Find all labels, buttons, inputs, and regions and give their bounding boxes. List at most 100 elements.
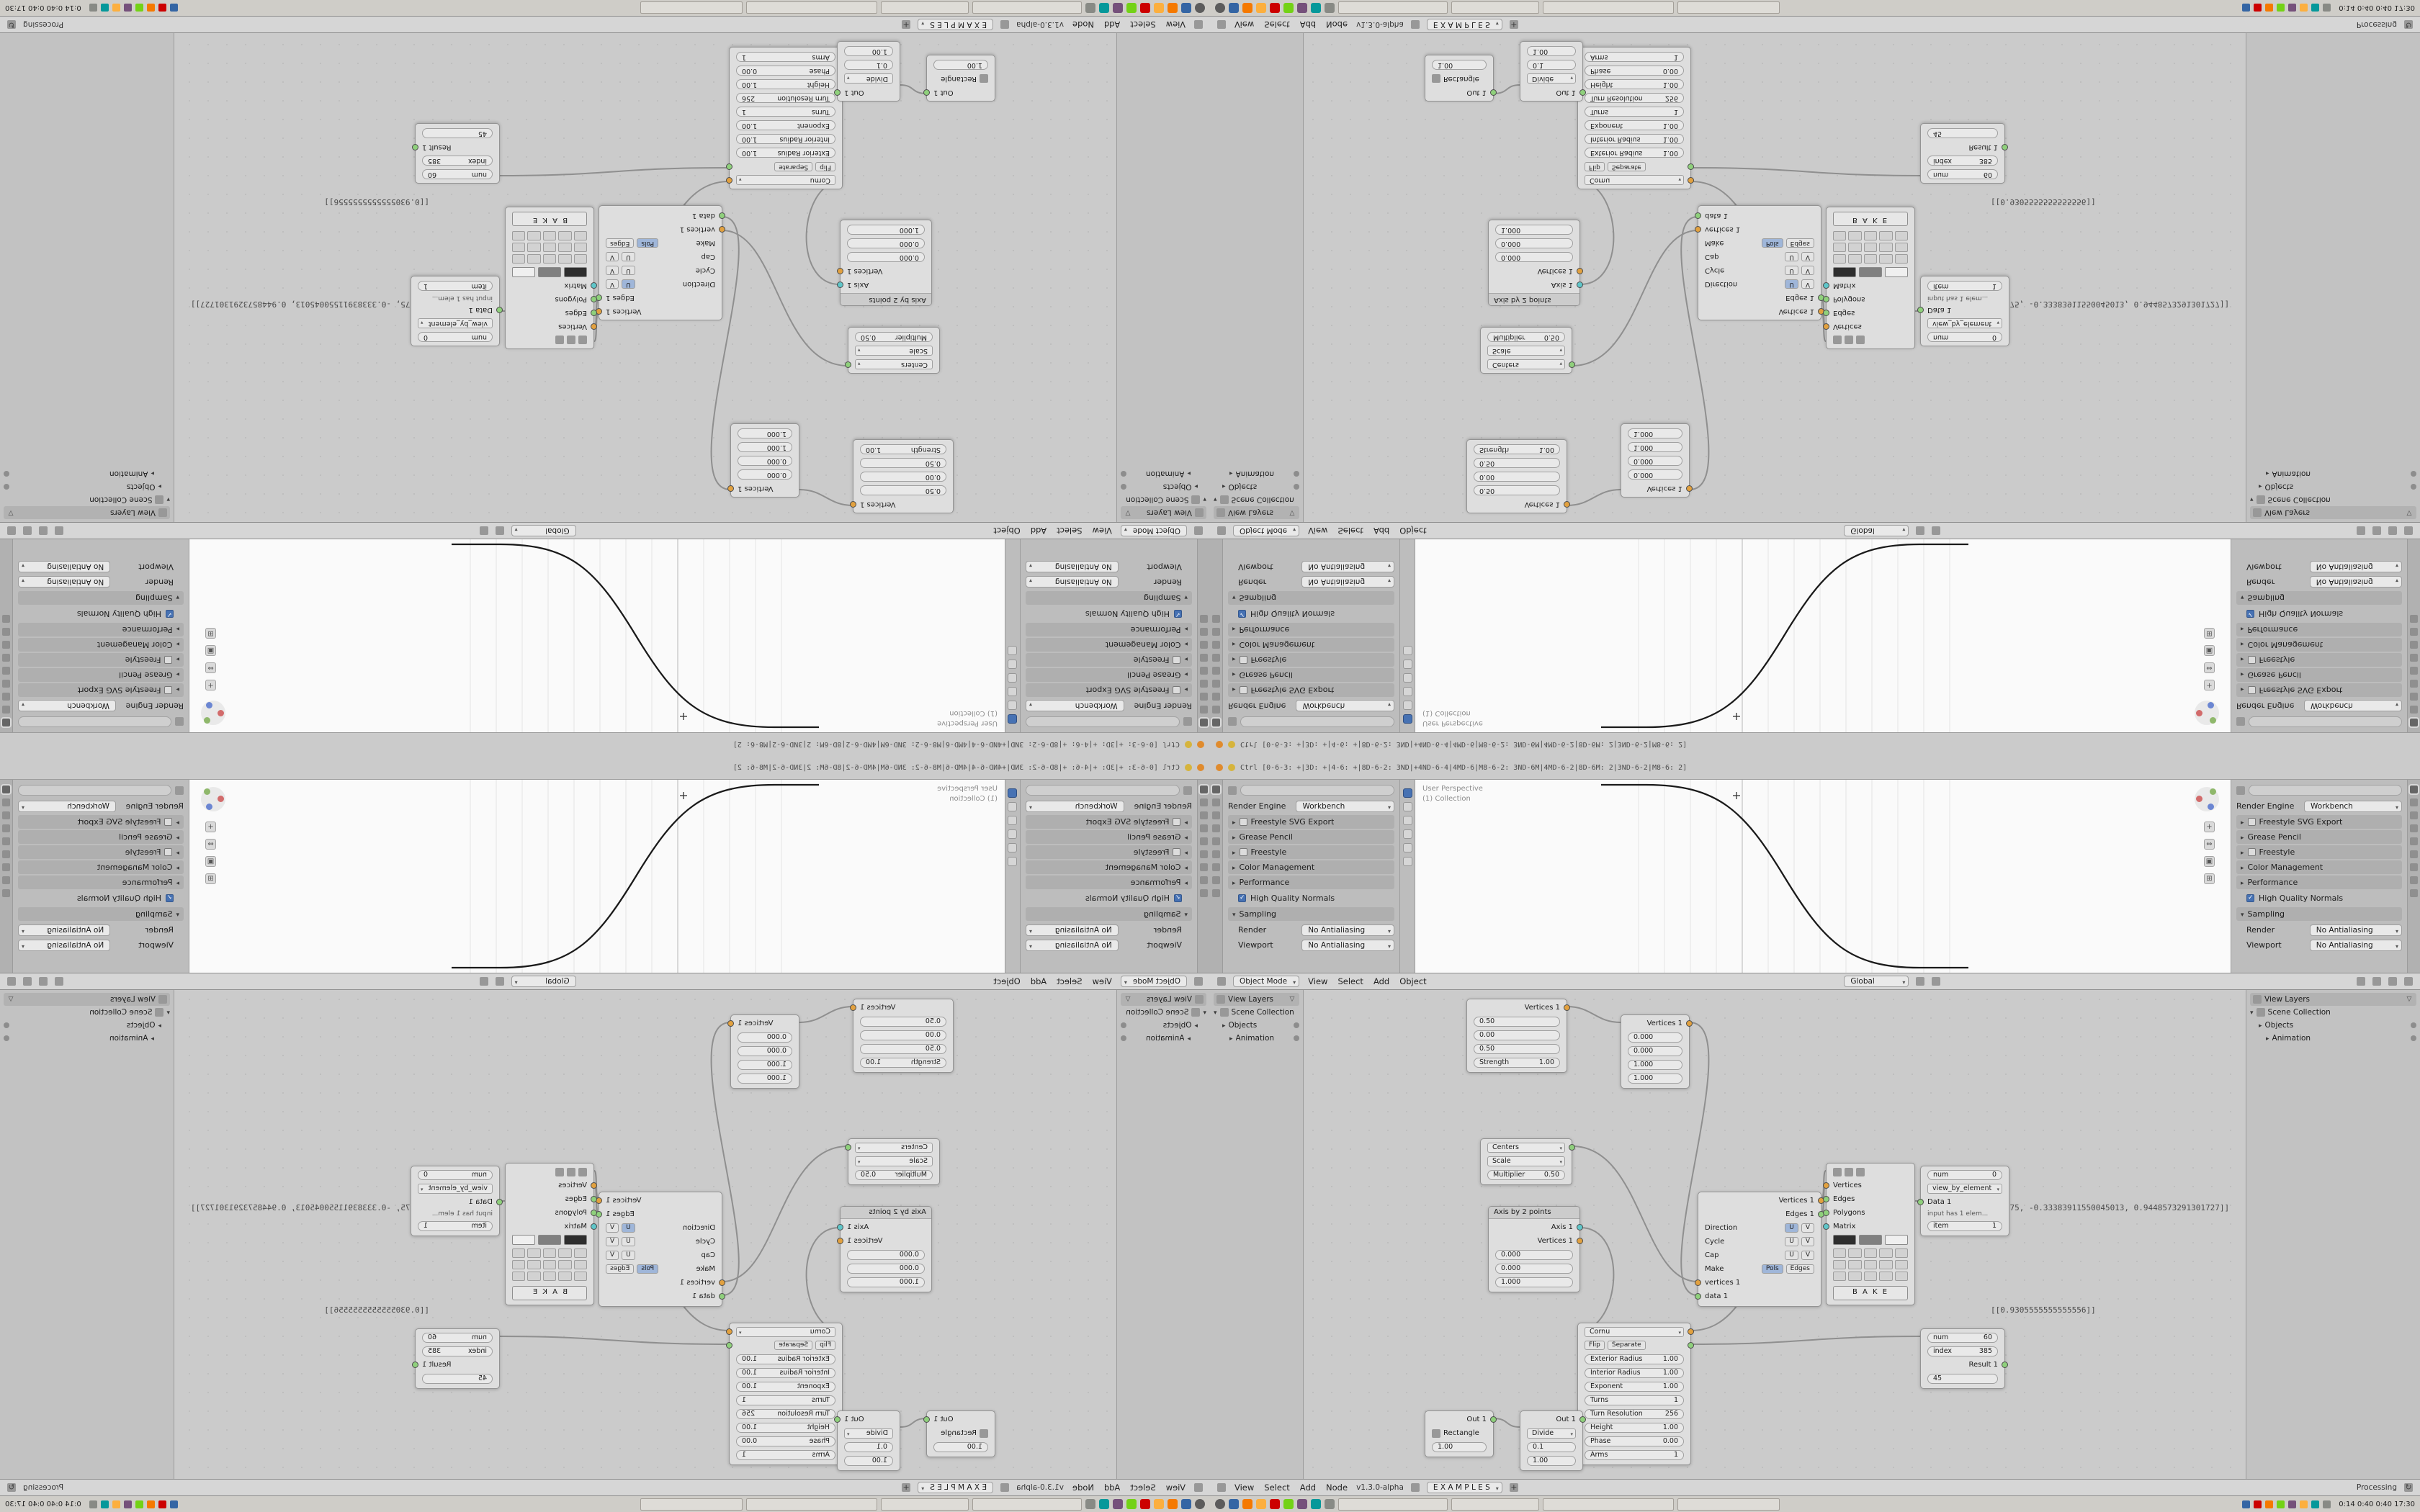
viewport-aa-dropdown[interactable]: No Antialiasing: [1301, 939, 1394, 951]
outliner-item[interactable]: Animation: [1145, 1034, 1185, 1043]
direction-u-button[interactable]: U: [622, 1223, 635, 1233]
tray-icon[interactable]: [112, 1500, 120, 1508]
view-layer-tab-icon[interactable]: [1200, 693, 1208, 701]
move-tool-icon[interactable]: [1402, 816, 1412, 825]
scale-tool-icon[interactable]: [1008, 843, 1018, 852]
output-tab-icon[interactable]: [2, 706, 10, 714]
render-aa-dropdown[interactable]: No Antialiasing: [2309, 924, 2402, 936]
toggle-cell[interactable]: [1848, 1260, 1862, 1269]
separate-toggle[interactable]: Separate: [1607, 1341, 1646, 1350]
tray-icon[interactable]: [2300, 1500, 2308, 1508]
toggle-cell[interactable]: [1894, 243, 1908, 252]
polygons-socket[interactable]: [1823, 1210, 1829, 1216]
outliner-item[interactable]: Objects: [1162, 1021, 1192, 1030]
proportional-edit-icon[interactable]: [1932, 526, 1941, 535]
scene-tab-icon[interactable]: [1200, 680, 1208, 688]
navigation-gizmo[interactable]: [2195, 701, 2219, 725]
viewport-aa-dropdown[interactable]: No Antialiasing: [2309, 939, 2402, 951]
menu-object[interactable]: Object: [1399, 976, 1427, 986]
toggle-cell[interactable]: [1879, 1248, 1893, 1258]
tray-icon[interactable]: [158, 4, 166, 12]
orientation-dropdown[interactable]: Global: [1844, 525, 1909, 536]
window-button[interactable]: [1543, 1, 1674, 14]
number-field[interactable]: 1.000: [847, 1277, 925, 1287]
editor-type-icon[interactable]: [1194, 977, 1203, 986]
render-engine-dropdown[interactable]: Workbench: [1026, 800, 1124, 812]
annotate-tool-icon[interactable]: [1402, 857, 1412, 866]
matrix-socket[interactable]: [591, 282, 597, 289]
window-button[interactable]: [640, 1498, 743, 1511]
new-tree-icon[interactable]: [1509, 1483, 1518, 1492]
toggle-cell[interactable]: [1863, 1248, 1878, 1258]
tray-icon[interactable]: [135, 4, 143, 12]
number-field[interactable]: 0.000: [738, 1045, 792, 1056]
app-launcher-icon[interactable]: [1126, 3, 1137, 13]
menu-add[interactable]: Add: [1030, 526, 1047, 536]
menu-view[interactable]: View: [1308, 526, 1328, 536]
outliner-item[interactable]: Scene Collection: [1126, 1008, 1189, 1017]
panel-freestyle-svg-export[interactable]: Freestyle SVG Export: [1228, 815, 1394, 829]
tray-icon[interactable]: [89, 1500, 97, 1508]
number-field[interactable]: 0.000: [738, 1032, 792, 1043]
hide-icon[interactable]: [1121, 1035, 1126, 1041]
tray-icon[interactable]: [2265, 4, 2274, 12]
editor-type-icon[interactable]: [1217, 526, 1226, 535]
edge-color-swatch[interactable]: [1859, 267, 1882, 277]
select-tool-icon[interactable]: [1008, 788, 1018, 798]
panel-performance[interactable]: Performance: [1026, 623, 1192, 636]
tray-icon[interactable]: [2254, 1500, 2262, 1508]
make-edges-button[interactable]: Edges: [1785, 238, 1814, 248]
properties-search-field[interactable]: [1026, 785, 1180, 796]
menu-add[interactable]: Add: [1103, 19, 1121, 30]
freestyle-checkbox[interactable]: [1239, 656, 1247, 664]
app-launcher-icon[interactable]: [1099, 3, 1109, 13]
render-tab-icon[interactable]: [1, 784, 12, 795]
outliner-item[interactable]: Scene Collection: [89, 1008, 153, 1017]
object-tab-icon[interactable]: [2, 654, 10, 662]
panel-freestyle[interactable]: Freestyle: [1026, 845, 1192, 859]
start-menu-icon[interactable]: [1195, 1499, 1205, 1509]
edges-socket[interactable]: [1688, 1342, 1694, 1349]
render-tab-icon[interactable]: [2408, 717, 2419, 728]
menu-object[interactable]: Object: [1399, 526, 1427, 536]
node-tree-selector[interactable]: E X A M P L E S: [918, 1482, 994, 1493]
cycle-u-button[interactable]: U: [1785, 266, 1798, 275]
viewport-3d[interactable]: User Perspective (1) Collection: [1415, 539, 2231, 732]
toggle-cell[interactable]: [527, 243, 541, 252]
vertices-socket[interactable]: [591, 323, 597, 330]
cycle-u-button[interactable]: U: [622, 266, 635, 275]
gizmos-toggle-icon[interactable]: [54, 526, 63, 535]
tray-icon[interactable]: [123, 1500, 132, 1508]
app-launcher-icon[interactable]: [1181, 1499, 1191, 1509]
panel-performance[interactable]: Performance: [1026, 876, 1192, 889]
zoom-icon[interactable]: [2204, 680, 2215, 690]
cap-v-button[interactable]: V: [1801, 1251, 1814, 1260]
hq-normals-checkbox[interactable]: [2246, 894, 2254, 902]
view-layer-tab-icon[interactable]: [2410, 693, 2418, 701]
panel-sampling[interactable]: Sampling: [2236, 591, 2402, 605]
panel-color-management[interactable]: Color Management: [1026, 638, 1192, 652]
shading-solid-icon[interactable]: [2404, 977, 2414, 986]
scale-tool-icon[interactable]: [1402, 660, 1412, 669]
number-field[interactable]: 1.00: [844, 46, 893, 57]
app-launcher-icon[interactable]: [1126, 1499, 1137, 1509]
cursor-tool-icon[interactable]: [1008, 802, 1018, 811]
annotate-tool-icon[interactable]: [1008, 646, 1018, 655]
number-field[interactable]: 0.50: [1474, 1043, 1560, 1054]
hide-icon[interactable]: [1121, 1022, 1126, 1028]
panel-grease-pencil[interactable]: Grease Pencil: [1228, 830, 1394, 844]
node-viewer-draw[interactable]: Vertices Edges Polygons Matrix B A K E: [505, 207, 597, 349]
panel-color-management[interactable]: Color Management: [2236, 638, 2402, 652]
display-toggle-icon[interactable]: [578, 1167, 587, 1176]
